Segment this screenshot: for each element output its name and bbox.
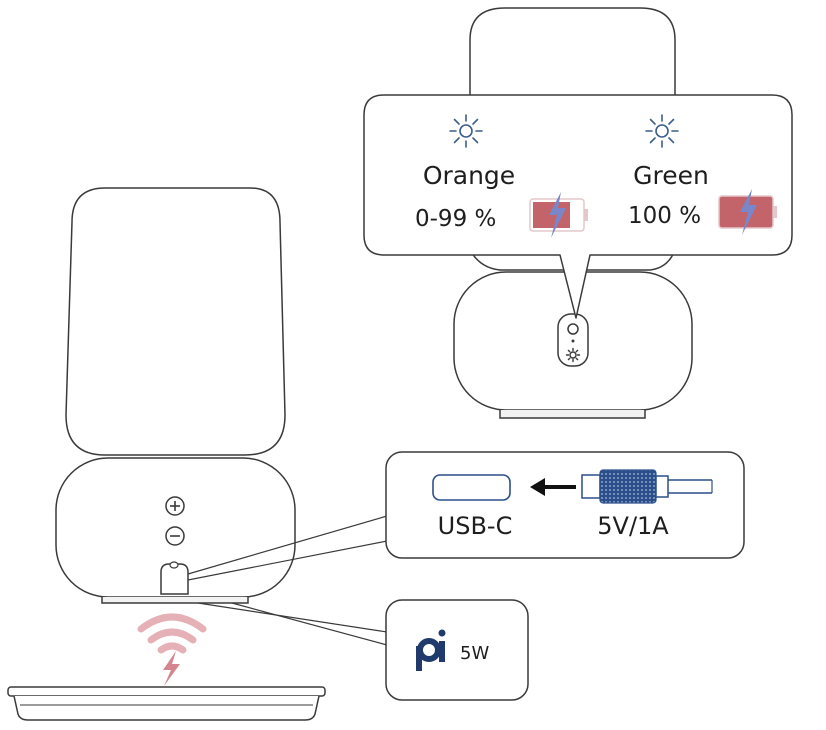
port-latch bbox=[169, 561, 179, 569]
left-lamp bbox=[55, 187, 296, 604]
usb-port-cover[interactable] bbox=[160, 563, 189, 595]
charging-pad bbox=[7, 686, 326, 721]
left-lamp-foot bbox=[101, 597, 249, 604]
top-lamp-foot bbox=[499, 410, 646, 419]
wireless-waves-icon bbox=[137, 613, 207, 654]
left-lamp-shade bbox=[65, 187, 286, 456]
usb-c-label: USB-C bbox=[438, 512, 513, 540]
usb-c-port-icon bbox=[432, 474, 511, 501]
usb-callout-box bbox=[385, 451, 745, 559]
arrow-left-icon bbox=[530, 478, 576, 496]
gear-icon bbox=[565, 347, 581, 363]
adapter-label: 5V/1A bbox=[597, 512, 669, 540]
green-range: 100 % bbox=[628, 203, 701, 229]
top-lamp-power-button[interactable] bbox=[567, 323, 579, 335]
plus-icon[interactable] bbox=[165, 496, 185, 516]
wireless-callout: 5W bbox=[385, 599, 529, 701]
qi-logo bbox=[416, 629, 446, 671]
usb-callout: USB-C 5V/1A bbox=[385, 451, 745, 559]
bolt-icon bbox=[740, 189, 757, 235]
status-callout: Orange 0-99 % Green 100 % bbox=[363, 94, 793, 319]
top-lamp bbox=[453, 7, 693, 419]
wireless-power-label: 5W bbox=[460, 643, 489, 664]
status-led bbox=[571, 339, 575, 343]
wireless-callout-box bbox=[385, 599, 529, 701]
leader-lines bbox=[187, 515, 388, 646]
orange-label: Orange bbox=[423, 161, 515, 190]
green-label: Green bbox=[633, 161, 709, 190]
bolt-icon bbox=[549, 192, 566, 238]
minus-icon[interactable] bbox=[165, 526, 185, 546]
bolt-icon bbox=[163, 651, 180, 686]
orange-range: 0-99 % bbox=[415, 206, 496, 232]
cable-plug-icon bbox=[581, 469, 713, 504]
top-lamp-shade bbox=[469, 7, 676, 95]
